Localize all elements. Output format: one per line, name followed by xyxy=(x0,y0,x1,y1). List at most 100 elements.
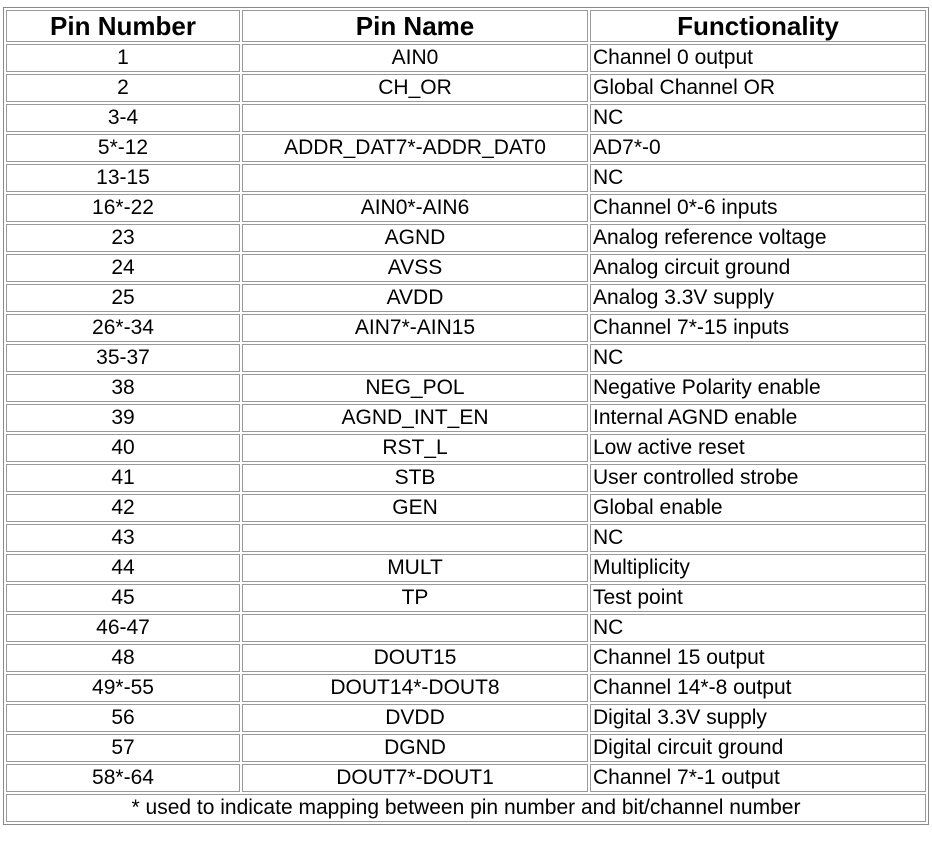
pin-name-cell: DOUT15 xyxy=(242,644,588,672)
table-row: 13-15 NC xyxy=(6,164,926,192)
pin-name-cell xyxy=(242,104,588,132)
pin-name-cell: DGND xyxy=(242,734,588,762)
pin-name-cell: CH_OR xyxy=(242,74,588,102)
functionality-cell: Channel 0*-6 inputs xyxy=(590,194,926,222)
functionality-cell: Channel 15 output xyxy=(590,644,926,672)
pin-name-cell: MULT xyxy=(242,554,588,582)
pin-number-cell: 1 xyxy=(6,44,240,72)
header-row: Pin Number Pin Name Functionality xyxy=(6,10,926,42)
pin-number-cell: 39 xyxy=(6,404,240,432)
pin-name-cell: STB xyxy=(242,464,588,492)
functionality-cell: Analog reference voltage xyxy=(590,224,926,252)
pin-number-cell: 13-15 xyxy=(6,164,240,192)
pin-name-cell: NEG_POL xyxy=(242,374,588,402)
functionality-cell: Channel 7*-1 output xyxy=(590,764,926,792)
pin-number-cell: 42 xyxy=(6,494,240,522)
functionality-cell: Test point xyxy=(590,584,926,612)
footnote: * used to indicate mapping between pin n… xyxy=(6,794,926,822)
pin-number-cell: 56 xyxy=(6,704,240,732)
functionality-cell: Internal AGND enable xyxy=(590,404,926,432)
pin-number-cell: 45 xyxy=(6,584,240,612)
pin-name-cell: AIN7*-AIN15 xyxy=(242,314,588,342)
functionality-cell: Negative Polarity enable xyxy=(590,374,926,402)
functionality-cell: User controlled strobe xyxy=(590,464,926,492)
functionality-cell: Global Channel OR xyxy=(590,74,926,102)
pin-name-cell xyxy=(242,524,588,552)
pin-name-cell: ADDR_DAT7*-ADDR_DAT0 xyxy=(242,134,588,162)
table-row: 3-4 NC xyxy=(6,104,926,132)
pin-number-cell: 58*-64 xyxy=(6,764,240,792)
pin-name-cell: DOUT7*-DOUT1 xyxy=(242,764,588,792)
pin-name-cell: RST_L xyxy=(242,434,588,462)
pin-number-cell: 41 xyxy=(6,464,240,492)
header-pin-name: Pin Name xyxy=(242,10,588,42)
functionality-cell: Analog circuit ground xyxy=(590,254,926,282)
pin-number-cell: 5*-12 xyxy=(6,134,240,162)
pin-number-cell: 40 xyxy=(6,434,240,462)
functionality-cell: Channel 7*-15 inputs xyxy=(590,314,926,342)
functionality-cell: AD7*-0 xyxy=(590,134,926,162)
functionality-cell: NC xyxy=(590,164,926,192)
pin-number-cell: 35-37 xyxy=(6,344,240,372)
pin-name-cell xyxy=(242,344,588,372)
pin-number-cell: 2 xyxy=(6,74,240,102)
pin-number-cell: 46-47 xyxy=(6,614,240,642)
pin-name-cell: AVDD xyxy=(242,284,588,312)
header-pin-number: Pin Number xyxy=(6,10,240,42)
pin-number-cell: 57 xyxy=(6,734,240,762)
pin-number-cell: 24 xyxy=(6,254,240,282)
functionality-cell: NC xyxy=(590,104,926,132)
pin-number-cell: 43 xyxy=(6,524,240,552)
functionality-cell: Analog 3.3V supply xyxy=(590,284,926,312)
pin-name-cell: AGND xyxy=(242,224,588,252)
pin-number-cell: 48 xyxy=(6,644,240,672)
pin-name-cell: DVDD xyxy=(242,704,588,732)
pin-name-cell: DOUT14*-DOUT8 xyxy=(242,674,588,702)
functionality-cell: Digital 3.3V supply xyxy=(590,704,926,732)
pin-name-cell: GEN xyxy=(242,494,588,522)
pin-number-cell: 3-4 xyxy=(6,104,240,132)
functionality-cell: Channel 0 output xyxy=(590,44,926,72)
pin-number-cell: 16*-22 xyxy=(6,194,240,222)
functionality-cell: Low active reset xyxy=(590,434,926,462)
pin-number-cell: 25 xyxy=(6,284,240,312)
pin-name-cell xyxy=(242,164,588,192)
functionality-cell: Multiplicity xyxy=(590,554,926,582)
footnote-row: * used to indicate mapping between pin n… xyxy=(6,794,926,822)
pin-number-cell: 23 xyxy=(6,224,240,252)
functionality-cell: Channel 14*-8 output xyxy=(590,674,926,702)
pin-name-cell: AIN0 xyxy=(242,44,588,72)
functionality-cell: Global enable xyxy=(590,494,926,522)
table-row: 35-37 NC xyxy=(6,344,926,372)
pin-number-cell: 44 xyxy=(6,554,240,582)
pin-number-cell: 49*-55 xyxy=(6,674,240,702)
header-functionality: Functionality xyxy=(590,10,926,42)
pin-number-cell: 38 xyxy=(6,374,240,402)
pin-name-cell: AGND_INT_EN xyxy=(242,404,588,432)
functionality-cell: NC xyxy=(590,344,926,372)
functionality-cell: Digital circuit ground xyxy=(590,734,926,762)
pin-number-cell: 26*-34 xyxy=(6,314,240,342)
